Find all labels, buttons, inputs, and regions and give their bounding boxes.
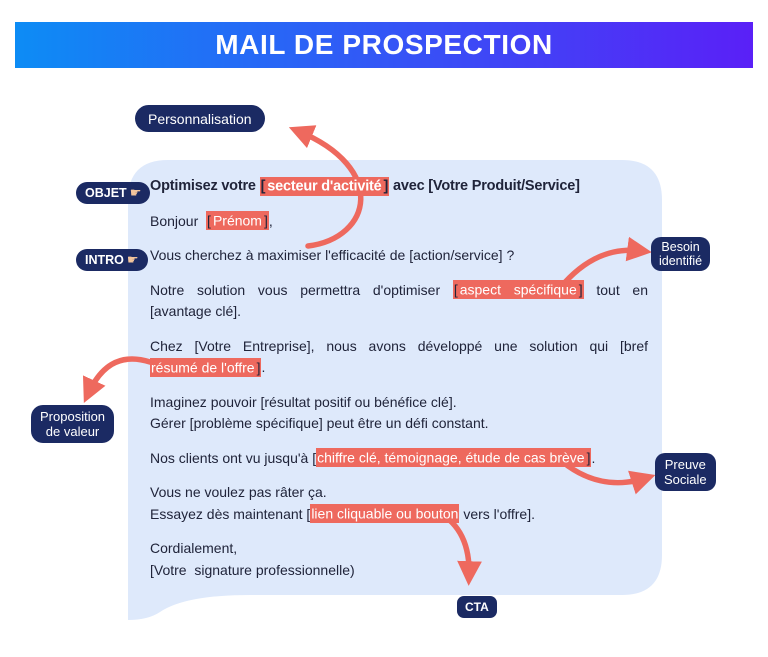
badge-intro-label: INTRO <box>85 253 124 267</box>
email-paragraph: Bonjour [Prénom], <box>150 211 648 233</box>
highlighted-placeholder: [ <box>452 280 459 299</box>
badge-besoin-line1: Besoin <box>661 240 700 254</box>
email-paragraph: Cordialement, [Votre signature profession… <box>150 538 648 581</box>
highlighted-placeholder: lien cliquable ou bouton <box>310 504 460 523</box>
header-banner: MAIL DE PROSPECTION <box>15 22 753 68</box>
email-line: Imaginez pouvoir [résultat positif ou bé… <box>150 392 648 414</box>
email-text-segment: . <box>591 449 596 466</box>
email-text-segment: [Votre signature professionnelle) <box>150 561 355 578</box>
email-text-segment: Notre solution vous permettra d'optimise… <box>150 281 453 298</box>
email-line: Chez [Votre Entreprise], nous avons déve… <box>150 336 648 358</box>
email-paragraph: Vous cherchez à maximiser l'efficacité d… <box>150 245 648 267</box>
highlighted-placeholder: ] <box>255 357 262 377</box>
badge-preuve-line1: Preuve <box>664 457 706 472</box>
badge-preuve-line2: Sociale <box>664 472 707 487</box>
highlighted-placeholder: chiffre clé, témoignage, étude de cas br… <box>316 448 586 467</box>
email-paragraph: Notre solution vous permettra d'optimise… <box>150 280 648 323</box>
badge-objet-label: OBJET <box>85 186 127 200</box>
email-text-segment: Vous ne voulez pas râter ça. <box>150 484 327 500</box>
page-title: MAIL DE PROSPECTION <box>215 29 553 60</box>
email-text-segment: . <box>261 359 266 375</box>
email-line: Cordialement, <box>150 538 648 560</box>
badge-proposition-de-valeur: Proposition de valeur <box>31 405 115 443</box>
email-line: Notre solution vous permettra d'optimise… <box>150 280 648 302</box>
email-paragraph: Vous ne voulez pas râter ça. Essayez dès … <box>150 482 648 525</box>
badge-proposition-line1: Proposition <box>40 409 106 424</box>
badge-intro: INTRO ☛ <box>76 249 148 271</box>
badge-besoin-identifie: Besoin identifié <box>651 237 711 271</box>
email-body: Optimisez votre [secteur d'activité] ave… <box>150 176 648 594</box>
highlighted-placeholder: ] <box>382 176 390 196</box>
highlighted-placeholder: secteur d'activité <box>266 176 383 196</box>
highlighted-placeholder: aspect spécifique <box>458 280 578 299</box>
email-text-segment: Chez [Votre Entreprise], nous avons déve… <box>150 337 648 354</box>
email-text-segment: Vous cherchez à maximiser l'efficacité d… <box>150 247 515 263</box>
badge-preuve-sociale: Preuve Sociale <box>655 453 716 491</box>
email-text-segment: Essayez dès maintenant [ <box>150 505 311 522</box>
email-line: [Votre signature professionnelle) <box>150 560 648 582</box>
email-paragraph: Nos clients ont vu jusqu'à [chiffre clé,… <box>150 448 648 470</box>
email-paragraph: Chez [Votre Entreprise], nous avons déve… <box>150 336 648 379</box>
email-text-segment: Cordialement, <box>150 540 238 556</box>
email-line: Nos clients ont vu jusqu'à [chiffre clé,… <box>150 448 648 470</box>
email-paragraph: Imaginez pouvoir [résultat positif ou bé… <box>150 392 648 435</box>
speech-bubble-shape <box>128 160 662 620</box>
badge-cta-label: CTA <box>465 600 489 614</box>
highlighted-placeholder: résumé de l'offre <box>150 357 256 377</box>
badge-personnalisation-label: Personnalisation <box>148 110 252 127</box>
email-line: Gérer [problème spécifique] peut être un… <box>150 413 648 435</box>
highlighted-placeholder: [ <box>206 211 212 230</box>
highlighted-placeholder: Prénom <box>211 211 263 230</box>
email-text-segment: Gérer [problème spécifique] peut être un… <box>150 415 489 431</box>
pointing-finger-icon: ☛ <box>129 185 142 201</box>
email-text-segment: Bonjour <box>150 212 207 229</box>
email-text-segment: Nos clients ont vu jusqu'à [ <box>150 449 317 466</box>
email-line: Optimisez votre [secteur d'activité] ave… <box>150 176 648 198</box>
email-line: Essayez dès maintenant [lien cliquable o… <box>150 504 648 526</box>
email-line: résumé de l'offre]. <box>150 357 648 379</box>
email-text-segment: , <box>268 212 273 229</box>
badge-objet: OBJET ☛ <box>76 182 151 204</box>
email-paragraph: Optimisez votre [secteur d'activité] ave… <box>150 176 648 198</box>
badge-personnalisation: Personnalisation <box>135 105 265 132</box>
badge-cta: CTA <box>457 596 497 618</box>
email-line: Vous cherchez à maximiser l'efficacité d… <box>150 245 648 267</box>
highlighted-placeholder: ] <box>262 211 269 230</box>
email-text-segment: Optimisez votre <box>150 178 260 194</box>
email-text-segment: tout en <box>583 281 649 298</box>
email-text-segment: vers l'offre]. <box>459 505 535 522</box>
email-line: Bonjour [Prénom], <box>150 211 648 233</box>
highlighted-placeholder: [ <box>259 176 267 196</box>
pointing-finger-icon: ☛ <box>126 252 139 268</box>
email-text-segment: [avantage clé]. <box>150 303 242 319</box>
email-line: [avantage clé]. <box>150 301 648 323</box>
email-line: Vous ne voulez pas râter ça. <box>150 482 648 504</box>
email-text-segment: Imaginez pouvoir [résultat positif ou bé… <box>150 393 457 410</box>
badge-besoin-line2: identifié <box>659 254 703 268</box>
email-text-segment: avec [Votre Produit/Service] <box>389 178 580 194</box>
badge-proposition-line2: de valeur <box>45 424 100 439</box>
